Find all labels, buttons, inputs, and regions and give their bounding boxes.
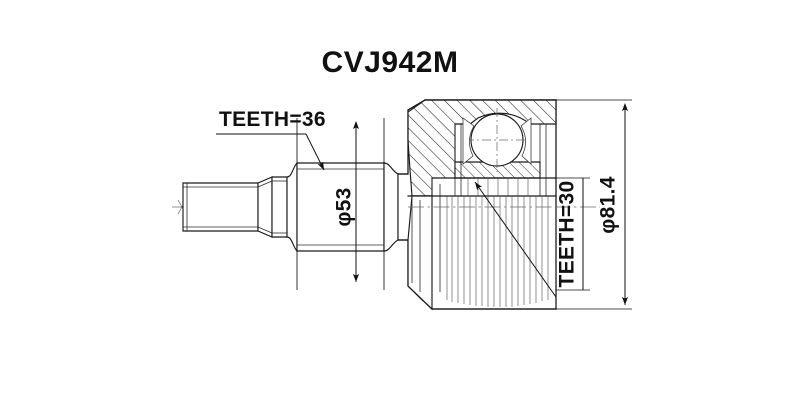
housing-skirt-edges xyxy=(411,196,421,292)
housing-left-lower-profile xyxy=(397,239,433,310)
teeth36-leader-arrow xyxy=(305,133,325,171)
shaft-shoulder-to-housing xyxy=(383,162,399,252)
shaft-taper-chamfer-lines xyxy=(257,180,273,234)
shaft-assembly xyxy=(182,161,399,253)
cage-segment-right xyxy=(520,117,532,165)
shaft-fillet-section xyxy=(286,161,298,253)
housing-top-left-bevel xyxy=(407,99,426,111)
phi81-dimension-label: φ81.4 xyxy=(597,176,620,233)
page-title: CVJ942M xyxy=(322,46,459,79)
teeth30-leader-arrow xyxy=(474,181,557,298)
shaft-mid-body xyxy=(271,176,288,238)
shaft-tip-section xyxy=(182,182,259,232)
callout-teeth-30: TEETH=30 xyxy=(474,177,590,298)
teeth30-label: TEETH=30 xyxy=(556,181,579,288)
phi53-dimension-label: φ53 xyxy=(333,187,356,226)
dimension-phi81-4: φ81.4 xyxy=(556,99,632,310)
housing-left-upper-profile xyxy=(397,109,409,175)
cv-joint-housing xyxy=(397,99,570,311)
teeth36-label: TEETH=36 xyxy=(219,108,326,131)
lower-body-spline-lines xyxy=(446,196,549,307)
dimension-phi53: φ53 xyxy=(296,118,385,290)
callout-teeth-36: TEETH=36 xyxy=(216,108,326,171)
cage-segment-left xyxy=(462,117,475,165)
